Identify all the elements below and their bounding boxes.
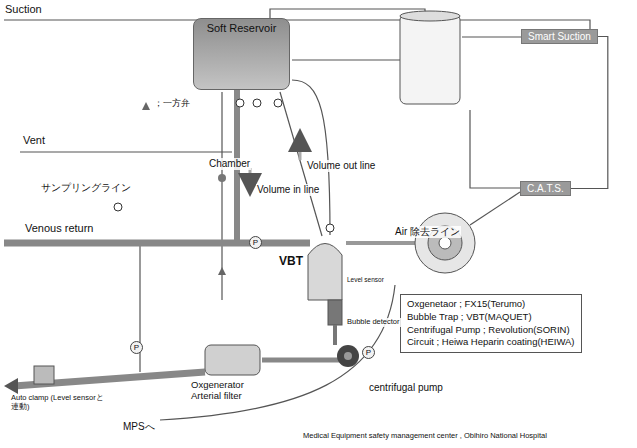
part-label: Auto clamp (Level sensorと連動) xyxy=(10,394,107,411)
node-text: Circuit ; Heiwa Heparin coating(HEIWA) xyxy=(407,336,575,349)
spec-box: Oxgenetaor ; FX15(Terumo)Bubble Trap ; V… xyxy=(400,294,582,353)
line-label: Volume out line xyxy=(306,160,376,172)
line-label: MPSへ xyxy=(122,421,156,433)
node-text: P xyxy=(131,342,142,353)
connector xyxy=(571,37,608,189)
node-text: Oxgenetaor ; FX15(Terumo) xyxy=(407,298,575,311)
part-label: Bubble detector xyxy=(346,318,401,327)
part-label: VBT xyxy=(278,255,304,269)
pressure-port: P xyxy=(249,236,262,249)
node-text: P xyxy=(250,237,261,248)
reservoir-box: Soft Reservoir xyxy=(193,18,290,90)
node-text: Smart Suction xyxy=(528,31,591,42)
line-label: Air 除去ライン xyxy=(394,226,461,238)
node-text: P xyxy=(363,347,374,358)
credit-note: Medical Equipment safety management cent… xyxy=(302,432,548,441)
node-text: Soft Reservoir xyxy=(198,22,285,34)
line-label: Chamber xyxy=(208,158,251,170)
line-label: サンプリングライン xyxy=(40,182,132,194)
line-label: Vent xyxy=(22,134,46,147)
node-text: Bubble Trap ; VBT(MAQUET) xyxy=(407,311,575,324)
node-text: Centrifugal Pump ; Revolution(SORIN) xyxy=(407,324,575,337)
node-text: C.A.T.S. xyxy=(527,183,564,194)
device-box: Smart Suction xyxy=(521,29,598,44)
pressure-port: P xyxy=(362,346,375,359)
legend-note: ；一方弁 xyxy=(153,98,191,108)
part-label: Level sensor xyxy=(346,276,385,283)
line-label: Venous return xyxy=(24,222,95,235)
device-box: C.A.T.S. xyxy=(520,181,571,196)
part-label: centrifugal pump xyxy=(368,382,444,394)
line-label: Volume in line xyxy=(256,184,320,196)
part-label: Oxgenerator Arterial filter xyxy=(190,380,274,402)
title-label: Suction xyxy=(4,3,43,16)
pressure-port: P xyxy=(130,341,143,354)
